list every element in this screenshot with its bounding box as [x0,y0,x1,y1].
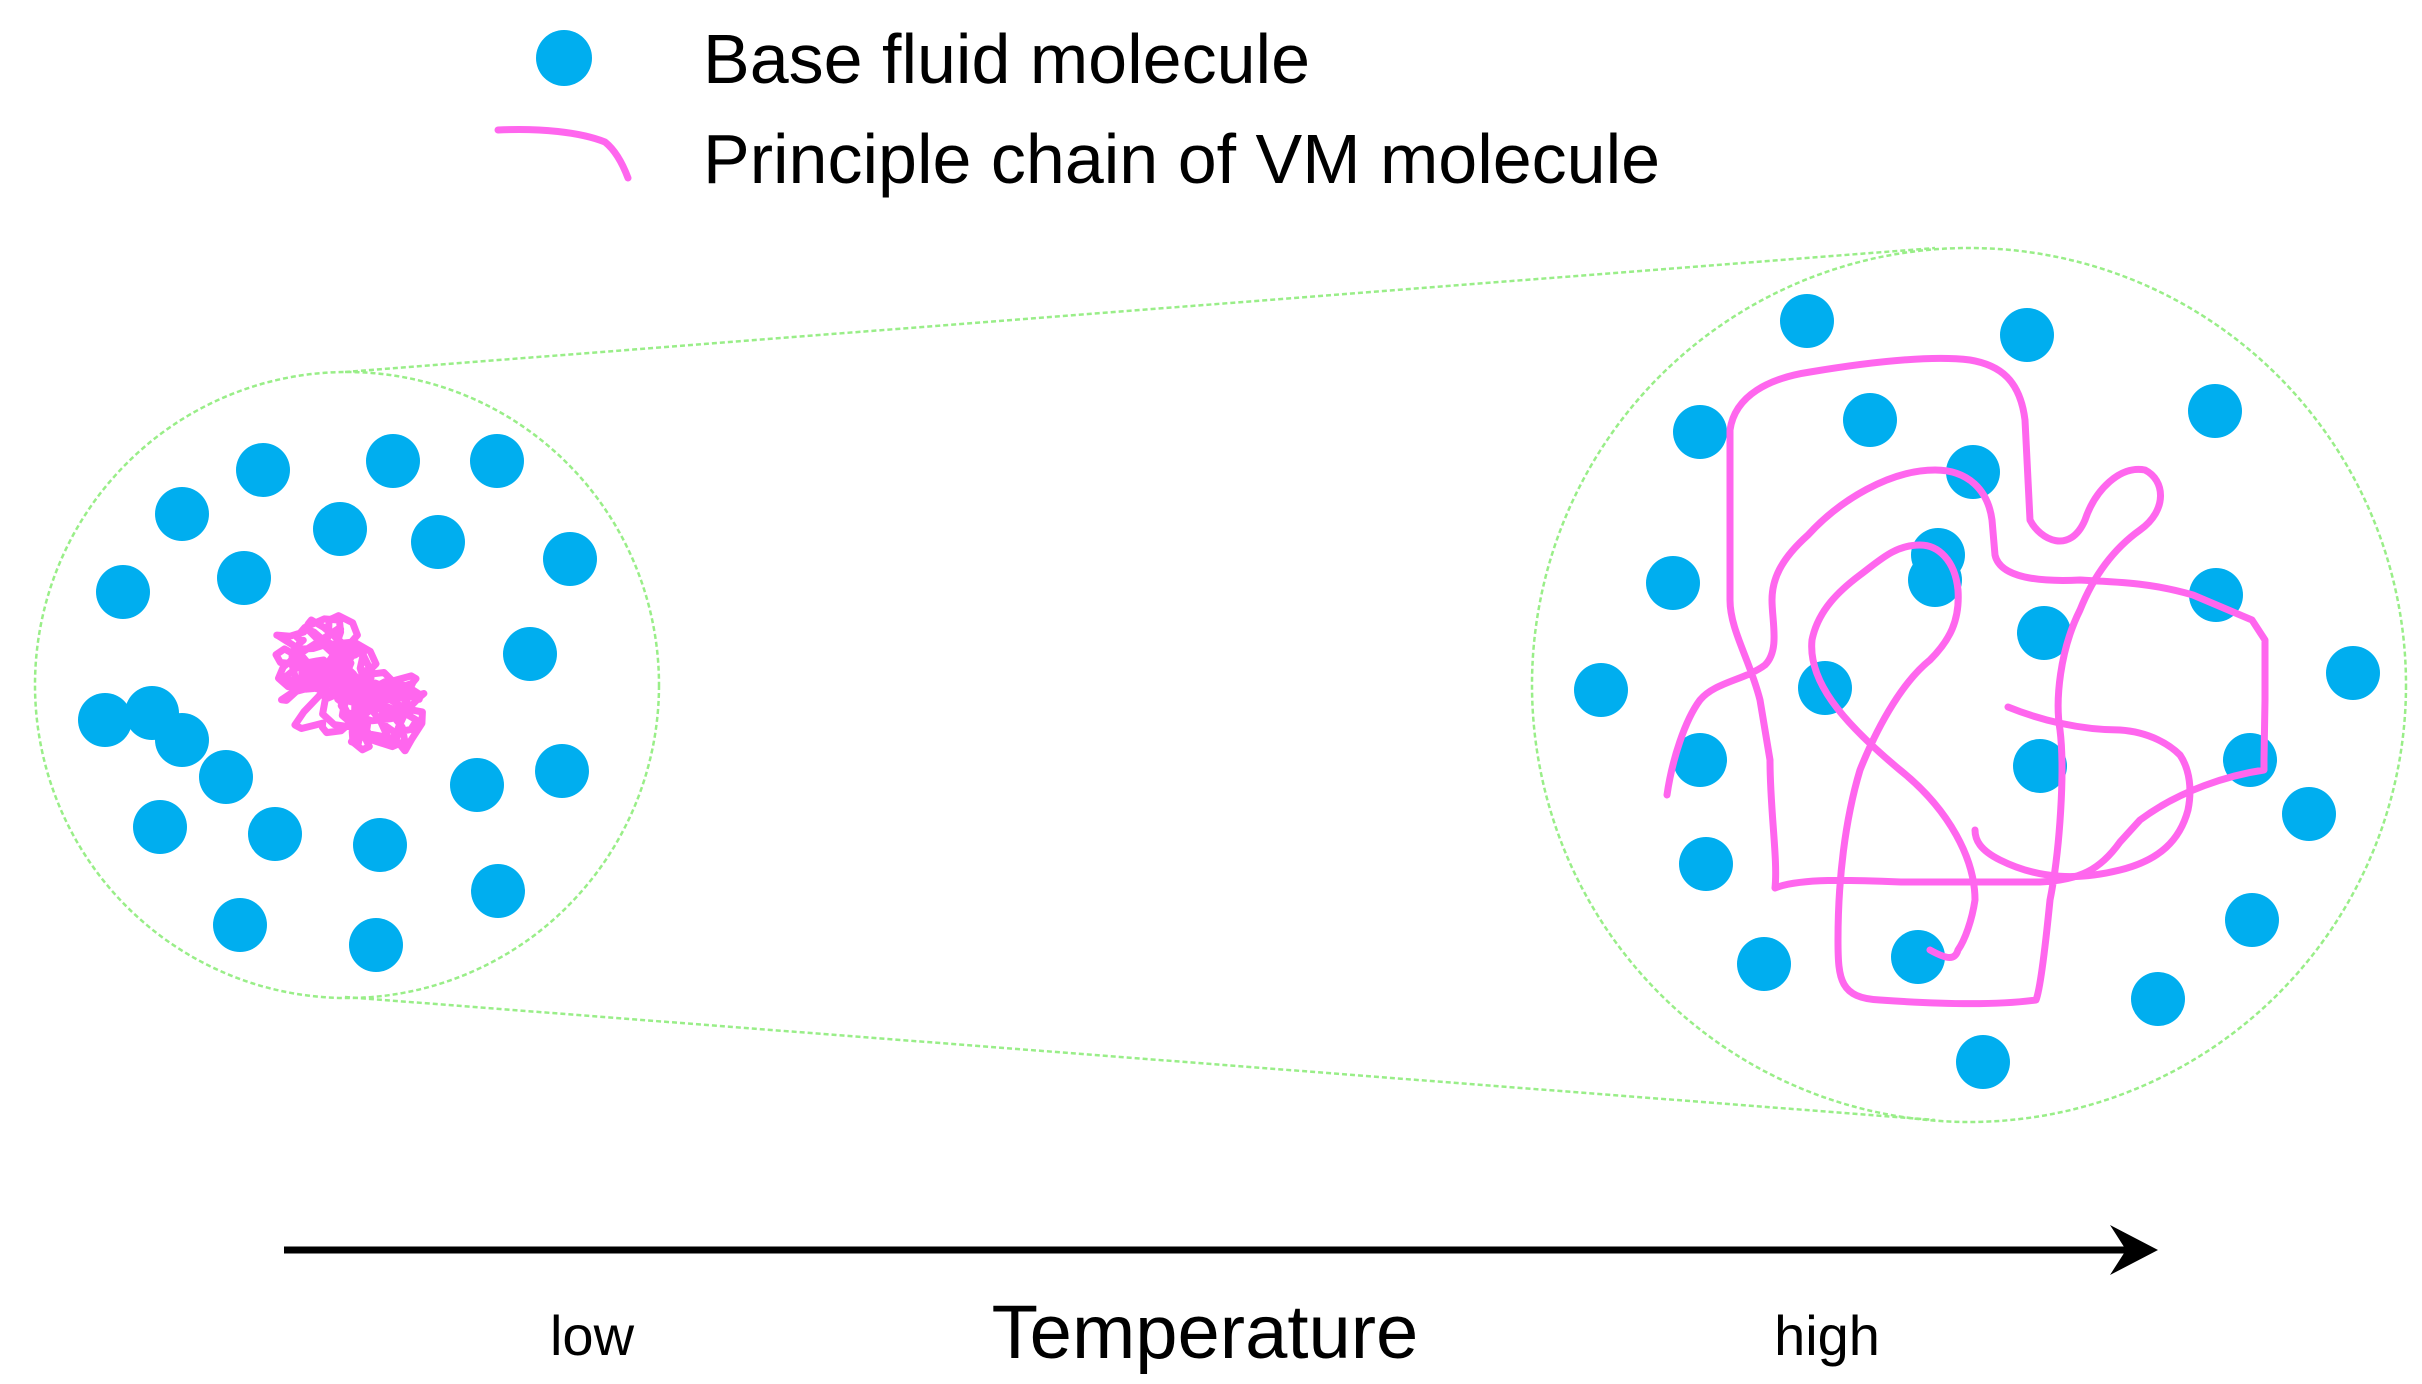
legend-label-base-fluid: Base fluid molecule [703,20,1310,98]
base-fluid-molecule [1646,556,1700,610]
temperature-arrowhead-icon [2110,1225,2158,1275]
base-fluid-molecule [248,807,302,861]
base-fluid-molecule [213,898,267,952]
base-fluid-molecule [1737,937,1791,991]
legend-label-vm-chain: Principle chain of VM molecule [703,120,1660,198]
base-fluid-molecule [411,515,465,569]
temperature-axis: low Temperature high [284,1225,2158,1375]
low-state-boundary [33,370,661,1000]
base-fluid-molecule [2326,646,2380,700]
axis-title: Temperature [992,1290,1419,1375]
base-fluid-molecule [470,434,524,488]
high-temperature-state [1530,246,2408,1124]
base-fluid-molecule [349,918,403,972]
base-fluid-molecule [503,627,557,681]
base-fluid-molecule [543,532,597,586]
base-fluid-molecule [1891,930,1945,984]
expanded-vm-chain [1663,354,2269,1008]
base-fluid-molecule [1673,405,1727,459]
base-fluid-molecule [155,713,209,767]
base-fluid-molecule [353,818,407,872]
legend: Base fluid molecule Principle chain of V… [494,20,1660,198]
high-state-molecules [1574,294,2380,1089]
expanded-vm-chain-tail [1971,703,2194,881]
base-fluid-molecule [1780,294,1834,348]
base-fluid-molecule [2000,308,2054,362]
base-fluid-molecule [2131,972,2185,1026]
base-fluid-molecule [1574,663,1628,717]
low-temperature-state [33,370,661,1000]
base-fluid-molecule [1679,837,1733,891]
high-state-boundary [1530,246,2408,1124]
zoom-connector [344,246,1936,1122]
base-fluid-molecule [366,434,420,488]
base-fluid-molecule [450,758,504,812]
base-fluid-molecule [2282,787,2336,841]
base-fluid-molecule [1956,1035,2010,1089]
coiled-vm-chain [272,612,428,755]
base-fluid-molecule [471,864,525,918]
base-fluid-molecule [2225,893,2279,947]
connector-top-line [344,246,1936,374]
base-fluid-molecule [236,443,290,497]
base-fluid-molecule [155,487,209,541]
base-fluid-molecule [96,565,150,619]
coiled-vm-chain-path [272,612,428,755]
base-fluid-molecule [1673,733,1727,787]
legend-molecule-dot-icon [536,30,592,86]
base-fluid-molecule [2017,606,2071,660]
base-fluid-molecule [313,502,367,556]
base-fluid-molecule [1843,393,1897,447]
base-fluid-molecule [2188,384,2242,438]
base-fluid-molecule [199,750,253,804]
base-fluid-molecule [535,744,589,798]
high-label: high [1774,1304,1880,1367]
low-state-molecules [78,434,597,972]
legend-polymer-chain-icon [494,126,632,182]
base-fluid-molecule [217,551,271,605]
base-fluid-molecule [78,693,132,747]
base-fluid-molecule [133,800,187,854]
low-label: low [550,1304,635,1367]
connector-bottom-line [344,995,1936,1122]
base-fluid-molecule [1946,445,2000,499]
base-fluid-molecule [2013,739,2067,793]
